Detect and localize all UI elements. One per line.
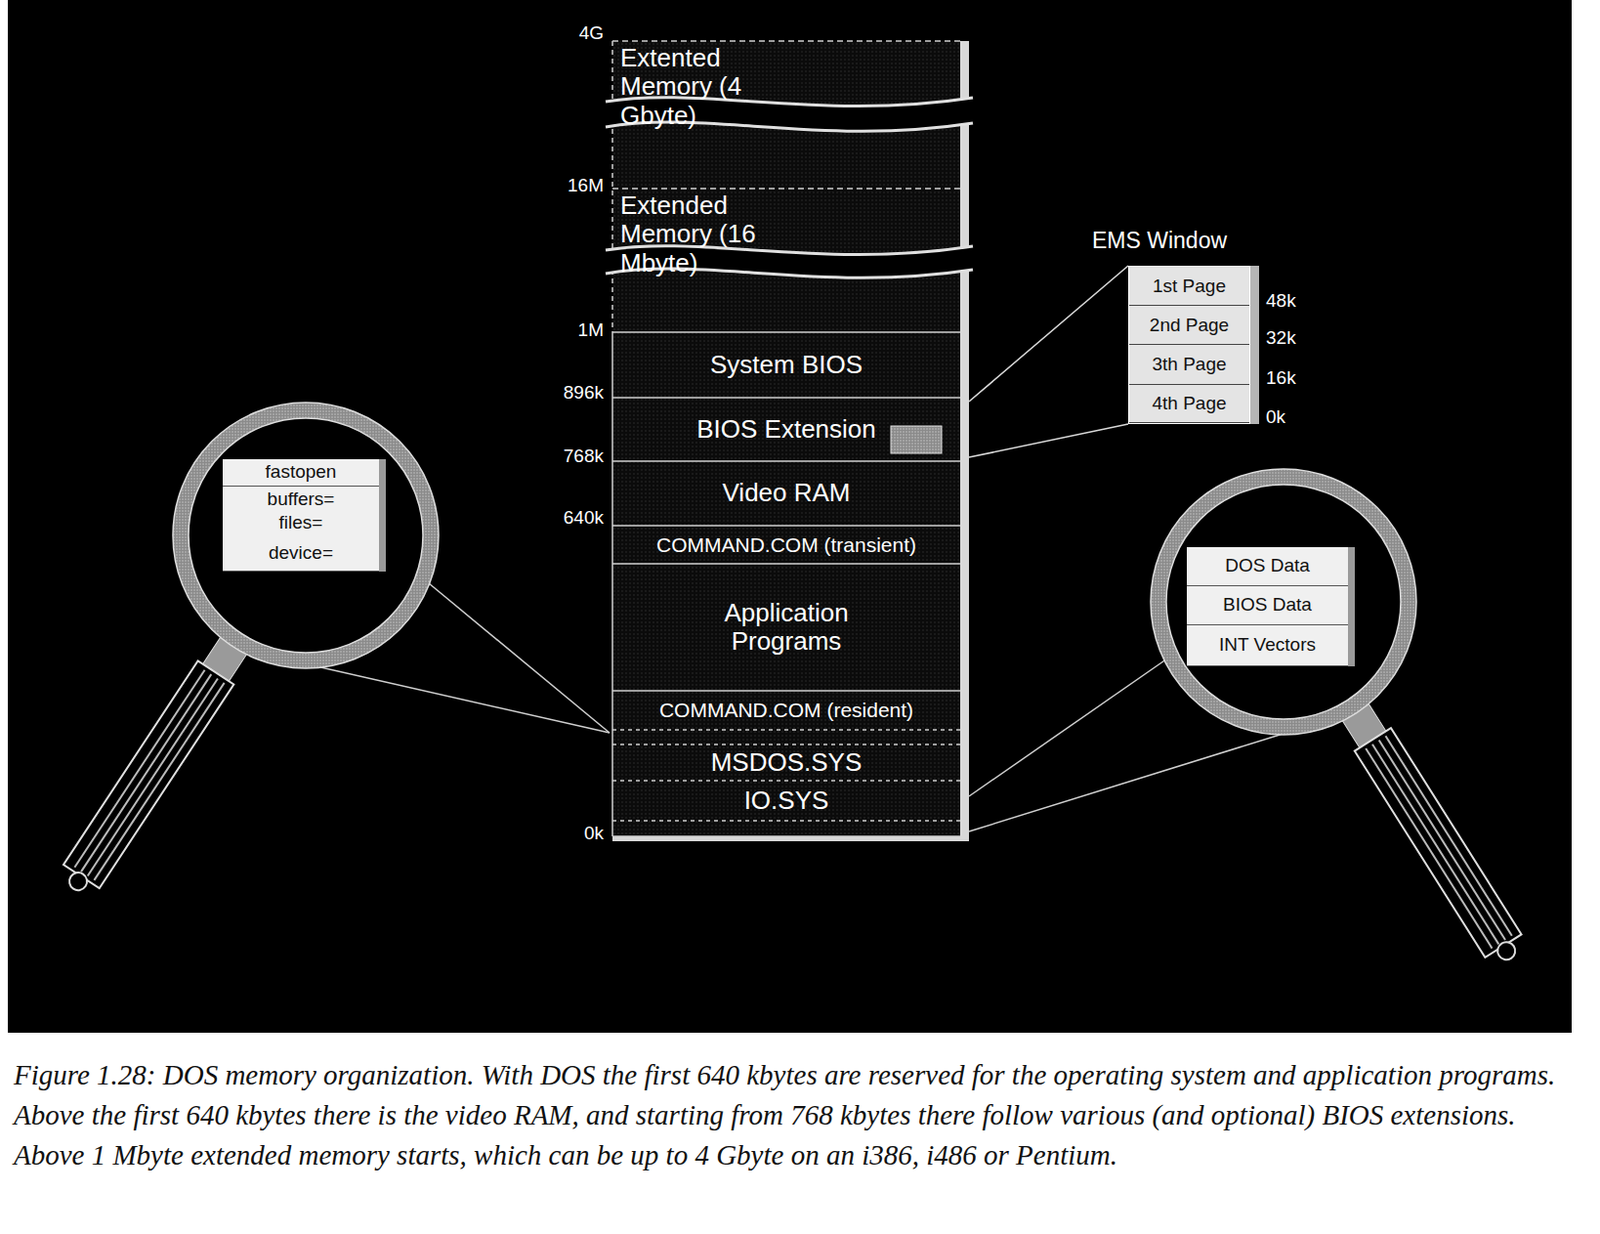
address-label: 4G [579, 21, 604, 45]
address-label: 768k [563, 444, 604, 468]
address-label: 48k [1265, 289, 1297, 313]
box-label: Application Programs [688, 598, 885, 656]
memory-band: COMMAND.COM (resident) [612, 690, 961, 730]
memory-band: IO.SYS [612, 780, 961, 821]
config-entry: files= [222, 509, 379, 537]
address-label: 896k [563, 380, 604, 405]
box-label: device= [268, 543, 334, 564]
data-area-entry: INT Vectors [1186, 625, 1348, 667]
memory-band: BIOS Extension [612, 397, 961, 462]
address-label: 16k [1265, 366, 1297, 390]
box-label: Video RAM [721, 478, 850, 507]
box-label: 4th Page [1151, 392, 1226, 415]
box-label: Extented Memory (4 Gbyte) [620, 43, 816, 129]
data-area-entry: DOS Data [1186, 547, 1348, 587]
memory-band: Video RAM [612, 461, 961, 526]
memory-band: MSDOS.SYS [612, 744, 961, 781]
config-entry: device= [222, 535, 379, 572]
memory-band: COMMAND.COM (transient) [612, 525, 961, 564]
box-label: BIOS Extension [696, 415, 877, 444]
memory-band: Extented Memory (4 Gbyte) [612, 41, 961, 133]
box-label: Extended Memory (16 Mbyte) [620, 191, 816, 277]
box-label: fastopen [265, 462, 337, 483]
box-label: 3th Page [1151, 353, 1226, 376]
box-label: MSDOS.SYS [711, 748, 863, 777]
box-label: 2nd Page [1149, 314, 1229, 337]
ems-window: EMS Window1st Page2nd Page3th Page4th Pa… [1128, 265, 1251, 424]
box-label: INT Vectors [1219, 634, 1316, 656]
box-label: buffers= [267, 489, 336, 510]
address-label: 640k [563, 505, 604, 530]
box-label: DOS Data [1224, 555, 1310, 577]
config-entry: buffers= [222, 486, 379, 513]
memory-band: System BIOS [612, 332, 961, 398]
address-label: 0k [1265, 405, 1286, 429]
figure-caption: Figure 1.28: DOS memory organization. Wi… [13, 1054, 1577, 1176]
box-label: IO.SYS [744, 786, 830, 815]
ems-page: 3th Page [1129, 344, 1250, 385]
memory-band: Application Programs [612, 563, 961, 691]
box-label: 1st Page [1152, 275, 1226, 297]
box-label: files= [279, 512, 324, 534]
ems-page: 1st Page [1129, 266, 1250, 306]
ems-page: 2nd Page [1129, 305, 1250, 345]
box-label: COMMAND.COM (transient) [656, 533, 917, 557]
ems-page: 4th Page [1129, 384, 1250, 423]
address-label: 0k [584, 821, 604, 845]
memory-band: Extended Memory (16 Mbyte) [612, 188, 961, 281]
address-label: 1M [578, 318, 604, 342]
address-label: 32k [1265, 326, 1297, 350]
config-entry: fastopen [222, 459, 379, 487]
box-label: BIOS Data [1222, 594, 1312, 616]
zoom-connector [968, 265, 1129, 458]
box-label: COMMAND.COM (resident) [659, 698, 914, 722]
box-label: System BIOS [710, 350, 863, 379]
window-heading: EMS Window [1092, 227, 1227, 254]
data-area-entry: BIOS Data [1186, 586, 1348, 626]
address-label: 16M [567, 173, 604, 198]
